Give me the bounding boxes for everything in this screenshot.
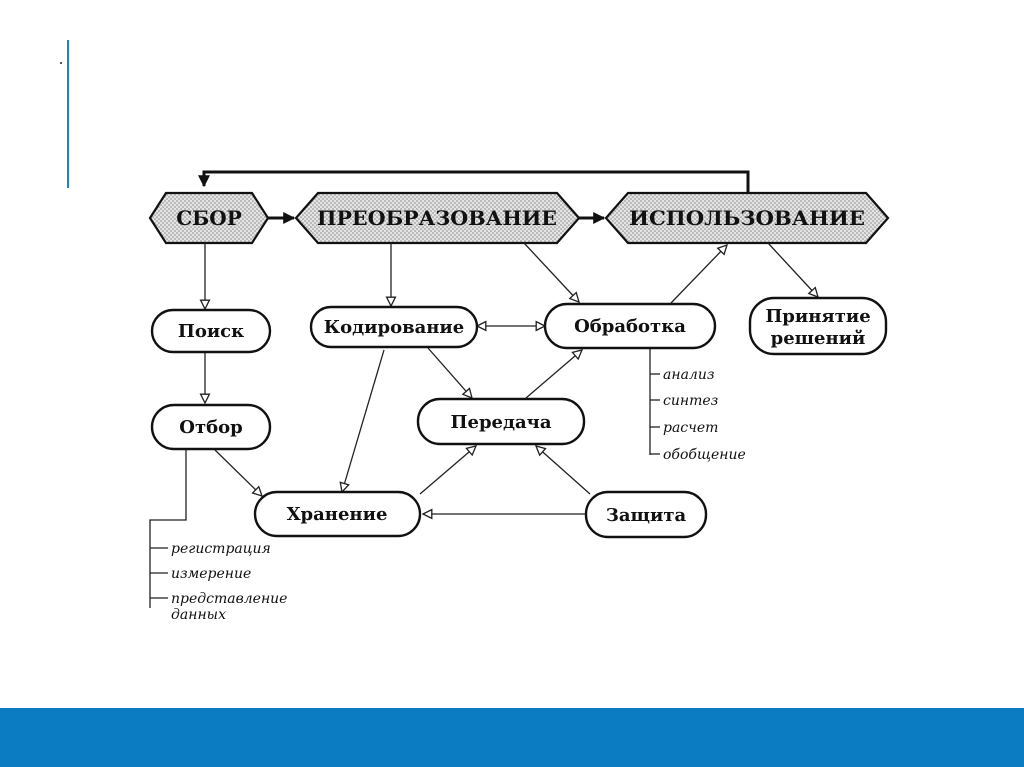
stage-use-label: ИСПОЛЬЗОВАНИЕ bbox=[629, 206, 865, 230]
node-search: Поиск bbox=[150, 308, 272, 354]
node-coding-label: Кодирование bbox=[324, 317, 464, 338]
selection-item-representation: представление bbox=[171, 591, 287, 607]
node-processing: Обработка bbox=[543, 302, 717, 350]
arrow-transform-to-processing bbox=[523, 242, 579, 302]
stage-use: ИСПОЛЬЗОВАНИЕ bbox=[604, 191, 890, 245]
arrow-coding-to-storage bbox=[342, 349, 385, 492]
arrow-processing-to-use bbox=[670, 245, 727, 304]
arrow-storage-to-transfer bbox=[419, 446, 476, 495]
processing-item-calculation: расчет bbox=[663, 420, 718, 436]
node-selection-label: Отбор bbox=[179, 417, 242, 438]
node-decision-label-line2: решений bbox=[771, 328, 866, 349]
selection-item-registration: регистрация bbox=[171, 541, 271, 557]
stage-transform: ПРЕОБРАЗОВАНИЕ bbox=[294, 191, 581, 245]
selection-subitems: регистрация измерение представление данн… bbox=[150, 541, 287, 623]
arrow-selection-to-storage bbox=[214, 449, 262, 496]
arrow-transfer-to-processing bbox=[525, 350, 582, 399]
processing-subitems: анализ синтез расчет обобщение bbox=[650, 367, 746, 463]
arrow-use-to-decision bbox=[767, 242, 818, 297]
selection-item-data: данных bbox=[171, 607, 226, 623]
node-transfer-label: Передача bbox=[451, 412, 552, 433]
node-processing-label: Обработка bbox=[574, 316, 686, 337]
node-storage: Хранение bbox=[253, 490, 422, 538]
node-protection-label: Защита bbox=[606, 505, 687, 526]
accent-line bbox=[67, 40, 69, 188]
processing-item-analysis: анализ bbox=[663, 367, 714, 383]
node-coding: Кодирование bbox=[309, 305, 479, 349]
arrow-protection-to-transfer bbox=[536, 446, 591, 495]
feedback-loop-arrow bbox=[198, 170, 750, 192]
stage-collect: СБОР bbox=[148, 191, 270, 245]
stage-collect-label: СБОР bbox=[176, 206, 241, 230]
node-decision: Принятие решений bbox=[748, 296, 888, 356]
footer-band bbox=[0, 708, 1024, 767]
processing-item-synthesis: синтез bbox=[663, 393, 718, 409]
processing-item-generalization: обобщение bbox=[663, 447, 746, 463]
arrow-coding-to-transfer bbox=[427, 347, 472, 398]
decorative-dot bbox=[60, 62, 62, 64]
node-decision-label-line1: Принятие bbox=[765, 306, 870, 327]
selection-subitems-bracket bbox=[149, 450, 187, 608]
node-storage-label: Хранение bbox=[287, 504, 388, 525]
node-protection: Защита bbox=[584, 490, 708, 539]
selection-item-measurement: измерение bbox=[171, 566, 251, 582]
node-transfer: Передача bbox=[416, 397, 586, 446]
node-selection: Отбор bbox=[150, 403, 272, 451]
stage-transform-label: ПРЕОБРАЗОВАНИЕ bbox=[317, 206, 557, 230]
node-search-label: Поиск bbox=[178, 321, 244, 342]
